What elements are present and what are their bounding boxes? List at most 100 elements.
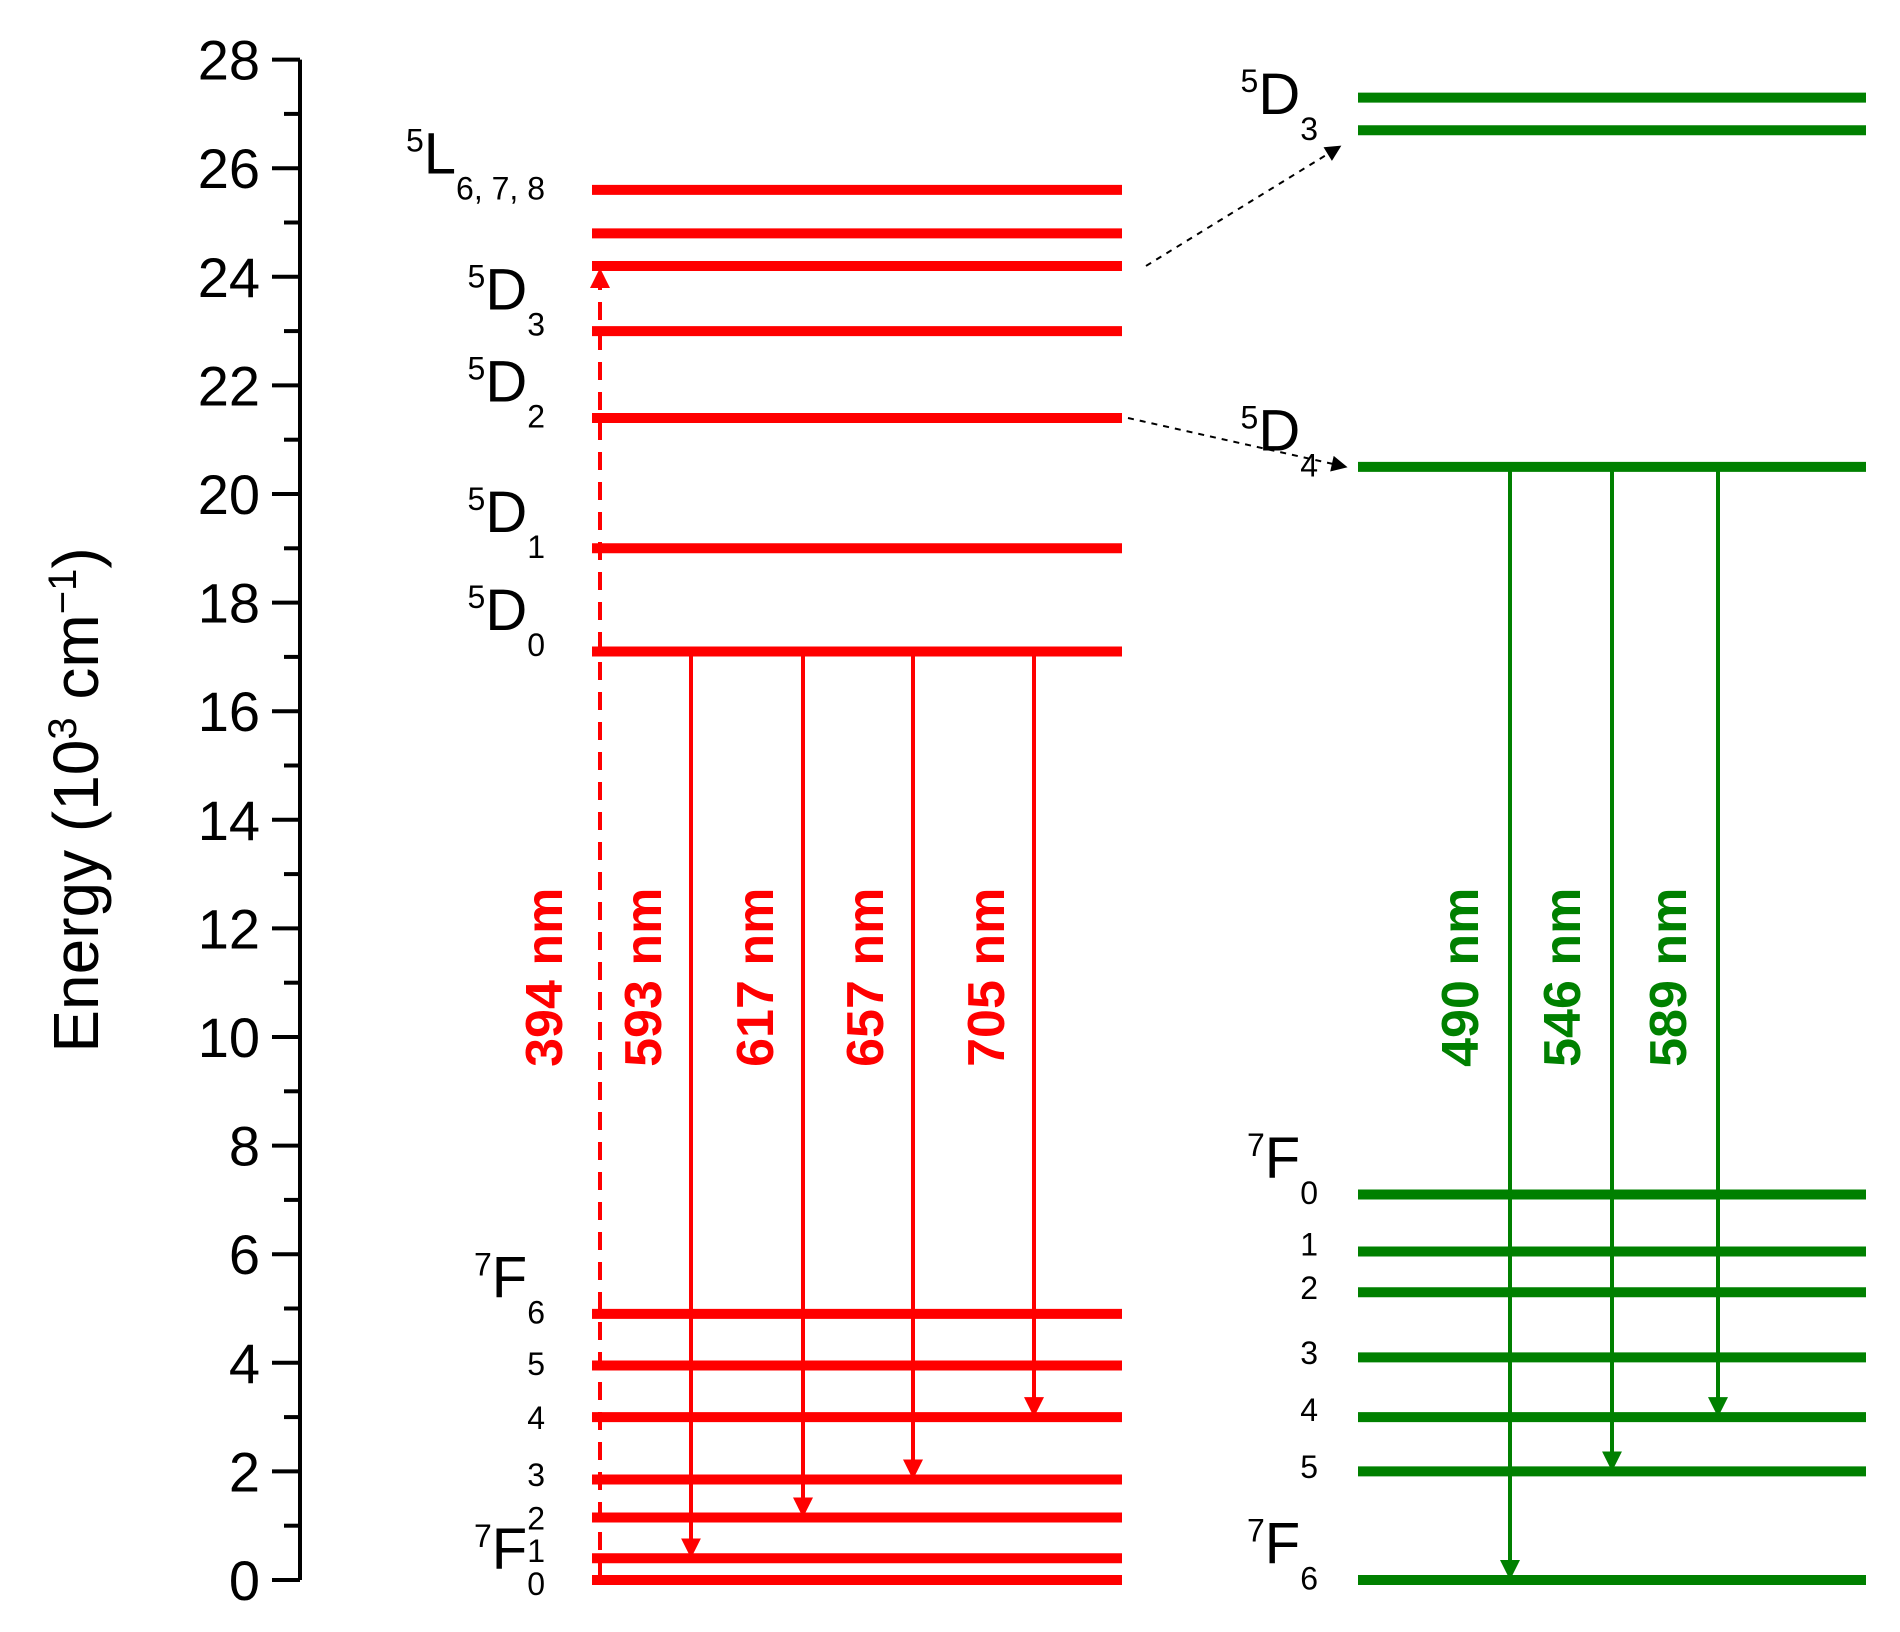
state-label-main: F xyxy=(1265,1512,1300,1577)
y-tick-label: 6 xyxy=(229,1223,260,1286)
wavelength-label: 705 nm xyxy=(958,888,1016,1067)
state-label: 2 xyxy=(1300,1270,1318,1306)
state-label: 5D0 xyxy=(468,578,545,663)
y-tick-label: 14 xyxy=(198,789,260,852)
state-label-main: D xyxy=(485,480,527,545)
state-label: 5D4 xyxy=(1241,399,1318,484)
state-label-sub: 4 xyxy=(1300,1392,1318,1428)
state-label-sup: 5 xyxy=(1241,63,1259,99)
state-label-sup: 5 xyxy=(1241,400,1259,436)
y-axis-title-main: Energy (10 xyxy=(40,740,112,1053)
state-label-main: F xyxy=(492,1517,527,1582)
state-label-sub: 3 xyxy=(527,1457,545,1493)
state-label-sub: 6 xyxy=(1300,1561,1318,1597)
energy-transfers xyxy=(1127,145,1348,472)
state-label-sub: 0 xyxy=(527,1566,545,1602)
state-label-sub: 4 xyxy=(527,1400,545,1436)
state-label-sub: 0 xyxy=(527,627,545,663)
wavelength-label: 546 nm xyxy=(1534,888,1592,1067)
state-label: 1 xyxy=(527,1533,545,1569)
y-tick-label: 22 xyxy=(198,354,260,417)
state-label: 5 xyxy=(1300,1449,1318,1485)
state-label-main: F xyxy=(492,1246,527,1311)
y-axis-title: Energy (103 cm−1) xyxy=(40,547,112,1052)
state-label-sup: 5 xyxy=(468,579,486,615)
state-label-sup: 5 xyxy=(468,258,486,294)
state-label-sup: 7 xyxy=(1247,1513,1265,1549)
state-label-sup: 5 xyxy=(406,123,424,159)
state-label-main: D xyxy=(1258,399,1300,464)
state-label-sub: 4 xyxy=(1300,448,1318,484)
excitation: 394 nm xyxy=(516,267,610,1580)
y-tick-label: 24 xyxy=(198,246,260,309)
y-tick-label: 10 xyxy=(198,1006,260,1069)
state-label-sub: 6 xyxy=(527,1295,545,1331)
state-label: 7F0 xyxy=(474,1517,545,1602)
state-label-sub: 0 xyxy=(1300,1175,1318,1211)
state-label-sub: 1 xyxy=(527,529,545,565)
state-label-main: D xyxy=(1258,62,1300,127)
y-tick-label: 20 xyxy=(198,463,260,526)
state-label-sub: 1 xyxy=(1300,1226,1318,1262)
energy-transfer-arrow xyxy=(1127,417,1348,472)
wavelength-label: 657 nm xyxy=(837,888,895,1067)
state-label-sub: 5 xyxy=(527,1346,545,1382)
energy-transfer-arrow xyxy=(1145,145,1342,267)
state-label-sup: 7 xyxy=(474,1247,492,1283)
wavelength-label: 394 nm xyxy=(516,888,574,1067)
y-tick-label: 2 xyxy=(229,1440,260,1503)
state-label-main: D xyxy=(485,257,527,322)
state-label: 7F0 xyxy=(1247,1126,1318,1211)
y-tick-label: 26 xyxy=(198,137,260,200)
state-label-main: D xyxy=(485,578,527,643)
state-label: 4 xyxy=(1300,1392,1318,1428)
y-axis-title-unit-sup: −1 xyxy=(41,569,85,615)
state-label-sup: 5 xyxy=(468,481,486,517)
state-label: 4 xyxy=(527,1400,545,1436)
eu-emissions: 593 nm 617 nm 657 nm 705 nm xyxy=(615,651,1044,1559)
state-label-sub: 2 xyxy=(1300,1270,1318,1306)
y-tick-label: 4 xyxy=(229,1332,260,1395)
state-label: 2 xyxy=(527,1501,545,1537)
y-axis-title-close: ) xyxy=(40,547,112,568)
y-tick-label: 28 xyxy=(198,29,260,92)
state-label-sub: 5 xyxy=(1300,1449,1318,1485)
wavelength-label: 617 nm xyxy=(727,888,785,1067)
state-label: 5L6, 7, 8 xyxy=(406,122,545,207)
y-tick-label: 16 xyxy=(198,680,260,743)
state-label-sup: 7 xyxy=(1247,1127,1265,1163)
state-label-sub: 6, 7, 8 xyxy=(456,171,545,207)
state-label: 5D1 xyxy=(468,480,545,565)
state-label-main: L xyxy=(424,122,456,187)
state-label-sub: 3 xyxy=(1300,111,1318,147)
y-tick-label: 12 xyxy=(198,897,260,960)
y-tick-label: 18 xyxy=(198,572,260,635)
state-label-main: D xyxy=(485,350,527,415)
tb-emissions: 490 nm 546 nm 589 nm xyxy=(1432,466,1728,1580)
state-label: 1 xyxy=(1300,1226,1318,1262)
state-label-sub: 2 xyxy=(527,399,545,435)
state-label: 3 xyxy=(527,1457,545,1493)
y-axis-title-sup: 3 xyxy=(41,717,85,739)
y-tick-label: 8 xyxy=(229,1115,260,1178)
state-label: 5D3 xyxy=(1241,62,1318,147)
state-label: 3 xyxy=(1300,1335,1318,1371)
state-label-sup: 7 xyxy=(474,1518,492,1554)
state-label-sub: 1 xyxy=(527,1533,545,1569)
state-label: 5 xyxy=(527,1346,545,1382)
state-label: 7F6 xyxy=(1247,1512,1318,1597)
state-label: 7F6 xyxy=(474,1246,545,1331)
wavelength-label: 490 nm xyxy=(1432,888,1490,1067)
state-label-main: F xyxy=(1265,1126,1300,1191)
state-label: 5D3 xyxy=(468,257,545,342)
state-label-sub: 3 xyxy=(527,306,545,342)
wavelength-label: 593 nm xyxy=(615,888,673,1067)
state-label: 5D2 xyxy=(468,350,545,435)
state-label-sub: 3 xyxy=(1300,1335,1318,1371)
y-axis-title-unit: cm xyxy=(40,614,112,717)
wavelength-label: 589 nm xyxy=(1640,888,1698,1067)
